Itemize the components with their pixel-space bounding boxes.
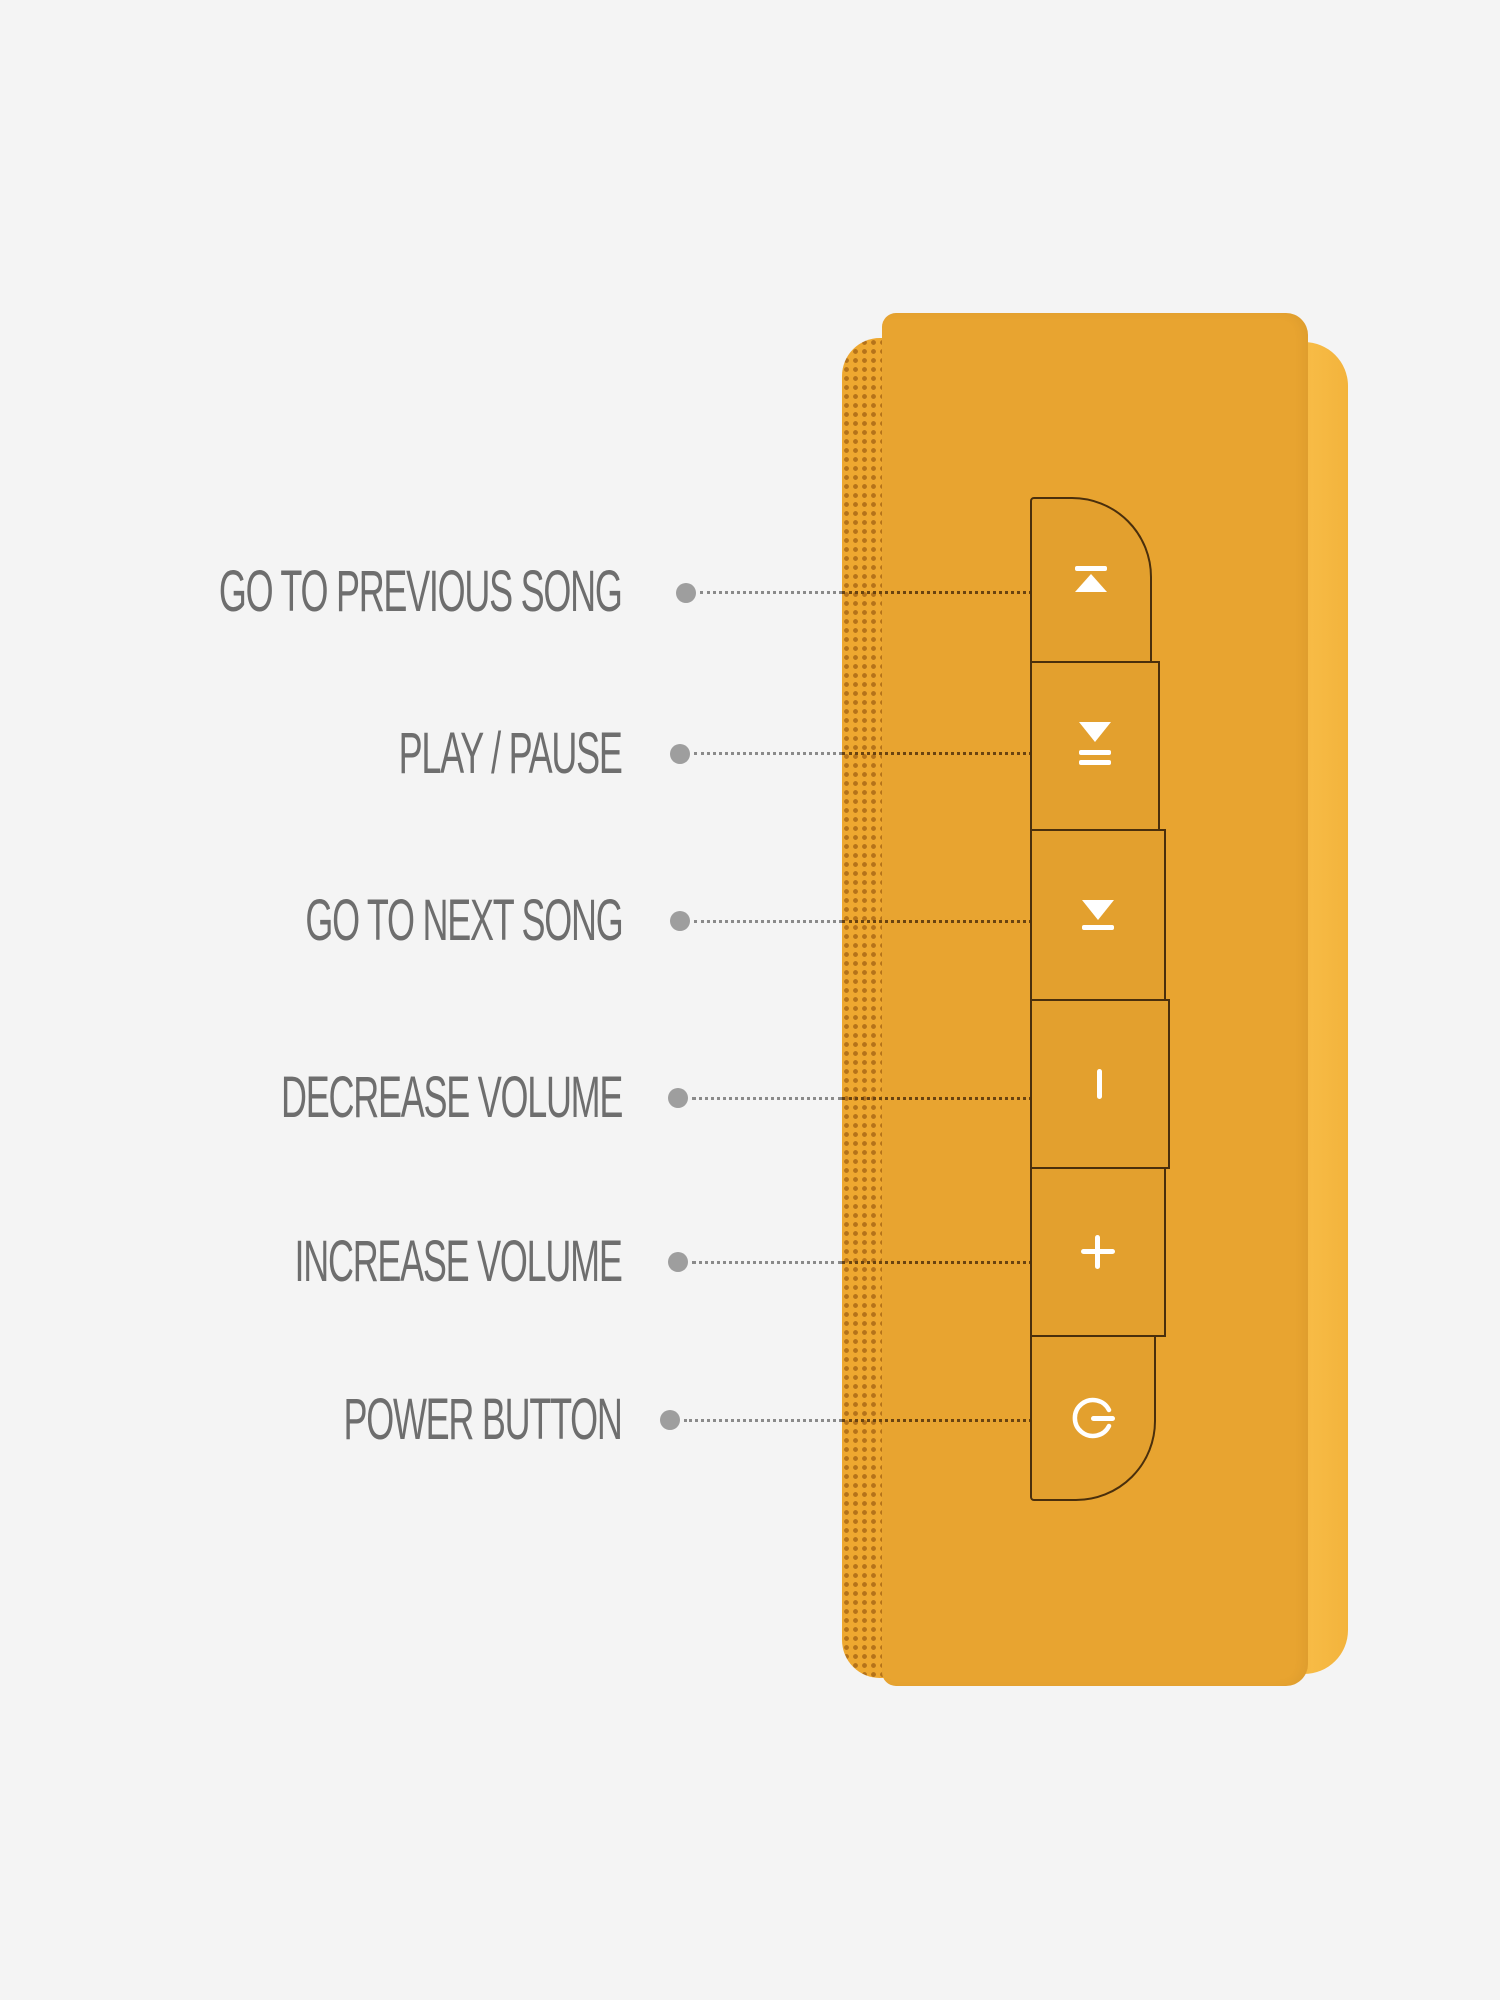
callout-dot: [670, 911, 690, 931]
callout-line: [842, 1097, 1032, 1100]
callout-line: [692, 1261, 842, 1264]
label-previous-song: GO TO PREVIOUS SONG: [219, 559, 623, 624]
label-decrease-volume: DECREASE VOLUME: [280, 1065, 623, 1130]
increase-volume-button[interactable]: [1030, 1167, 1166, 1337]
callout-line: [694, 920, 842, 923]
label-next-song: GO TO NEXT SONG: [304, 888, 623, 953]
callout-line: [842, 1419, 1032, 1422]
callout-line: [842, 1261, 1032, 1264]
callout-line: [842, 591, 1032, 594]
power-button[interactable]: [1030, 1335, 1156, 1501]
label-increase-volume: INCREASE VOLUME: [294, 1229, 623, 1294]
callout-dot: [660, 1410, 680, 1430]
volume-down-icon: [1097, 1069, 1102, 1099]
callout-line: [842, 920, 1032, 923]
next-track-icon: [1082, 900, 1114, 930]
next-song-button[interactable]: [1030, 829, 1166, 1001]
callout-dot: [676, 583, 696, 603]
play-pause-icon: [1079, 722, 1111, 765]
previous-song-button[interactable]: [1030, 497, 1152, 663]
callout-dot: [668, 1252, 688, 1272]
callout-line: [842, 752, 1032, 755]
decrease-volume-button[interactable]: [1030, 999, 1170, 1169]
label-play-pause: PLAY / PAUSE: [399, 721, 623, 786]
callout-dot: [668, 1088, 688, 1108]
power-icon: [1072, 1397, 1115, 1439]
volume-up-icon: [1081, 1235, 1115, 1269]
callout-line: [694, 752, 842, 755]
callout-line: [692, 1097, 842, 1100]
label-power-button: POWER BUTTON: [343, 1387, 623, 1452]
callout-line: [684, 1419, 842, 1422]
previous-track-icon: [1075, 566, 1107, 592]
callout-line: [700, 591, 842, 594]
play-pause-button[interactable]: [1030, 661, 1160, 831]
callout-dot: [670, 744, 690, 764]
